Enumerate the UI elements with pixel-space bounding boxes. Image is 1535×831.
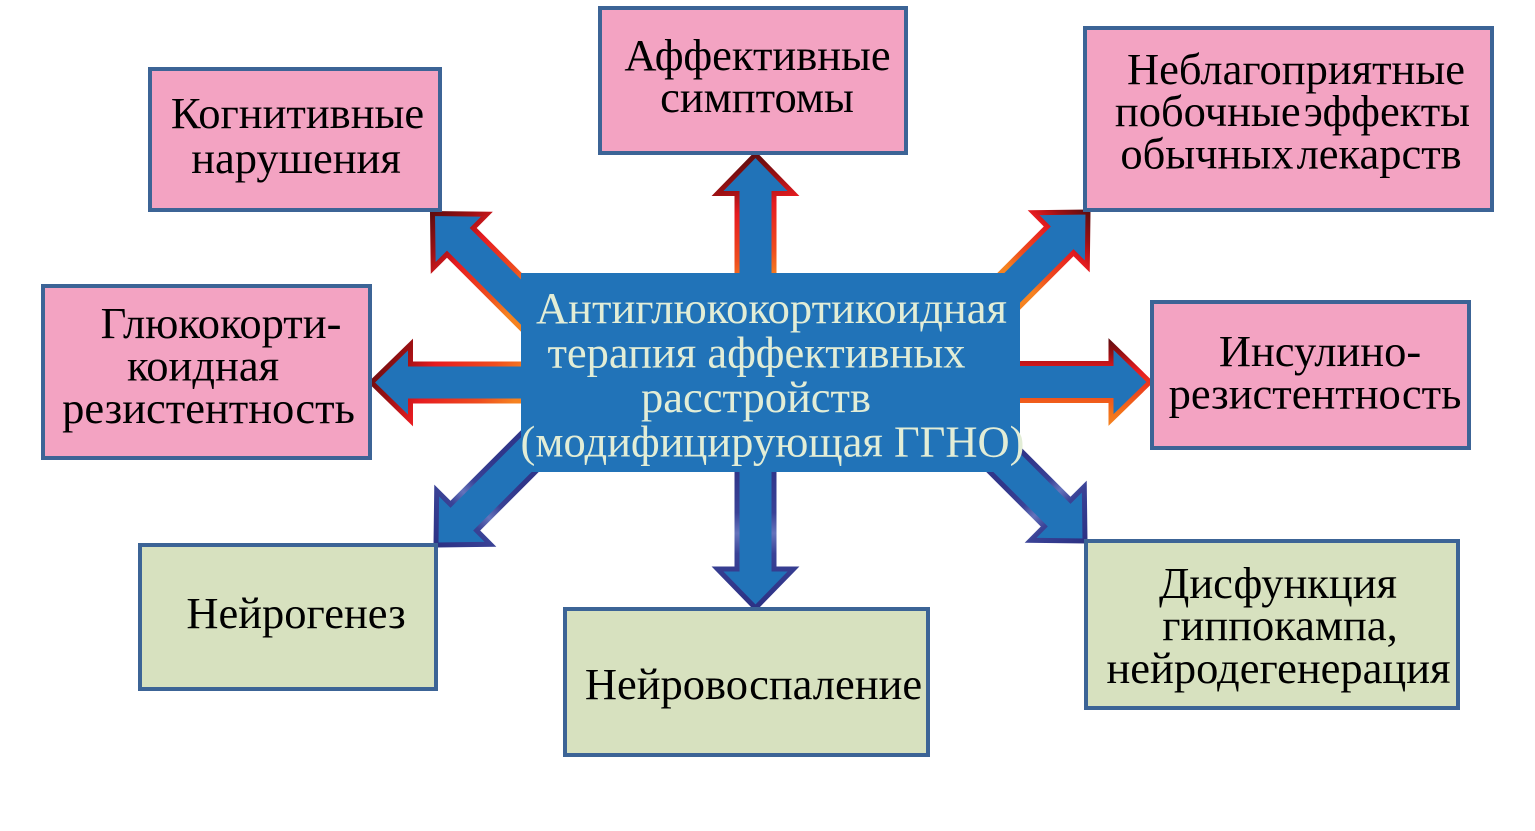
svg-text:гиппокампа,: гиппокампа, (1162, 600, 1398, 650)
svg-text:побочные эффекты: побочные эффекты (1115, 86, 1470, 136)
svg-text:Антиглюкокортикоидная: Антиглюкокортикоидная (536, 283, 1007, 333)
svg-text:терапия аффективных: терапия аффективных (547, 328, 965, 378)
svg-text:Глюкокорти-: Глюкокорти- (101, 298, 342, 348)
svg-text:нарушения: нарушения (191, 133, 401, 183)
svg-text:Дисфункция: Дисфункция (1159, 558, 1397, 608)
svg-text:обычных лекарств: обычных лекарств (1120, 129, 1461, 179)
svg-text:резистентность: резистентность (1169, 369, 1462, 419)
svg-text:Когнитивные: Когнитивные (171, 88, 424, 138)
svg-text:коидная: коидная (127, 341, 279, 391)
svg-text:(модифицирующая ГГНО): (модифицирующая ГГНО) (521, 417, 1025, 467)
svg-text:расстройств: расстройств (641, 372, 871, 422)
svg-text:Нейровоспаление: Нейровоспаление (585, 659, 922, 709)
svg-text:Неблагоприятные: Неблагоприятные (1127, 44, 1465, 94)
svg-text:Аффективные: Аффективные (624, 30, 890, 80)
svg-text:нейродегенерация: нейродегенерация (1106, 643, 1450, 693)
svg-text:резистентность: резистентность (62, 383, 355, 433)
svg-text:Инсулино-: Инсулино- (1219, 326, 1421, 376)
svg-text:Нейрогенез: Нейрогенез (186, 588, 405, 638)
svg-text:симптомы: симптомы (660, 72, 854, 122)
